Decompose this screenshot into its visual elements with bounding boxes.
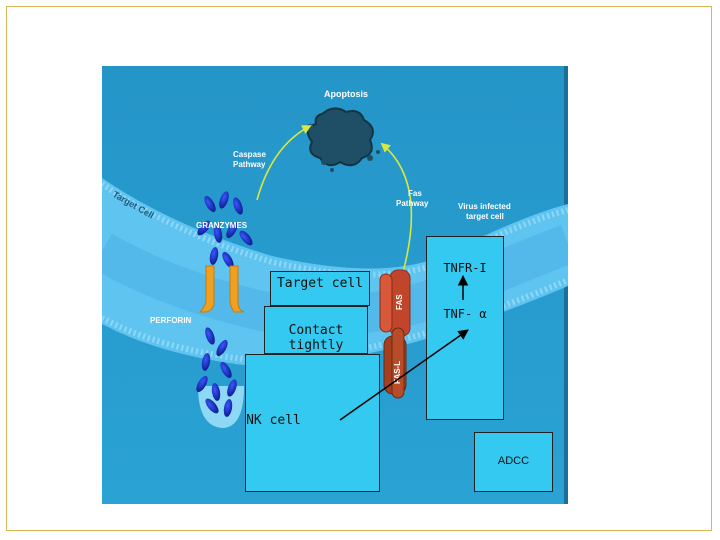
slide-frame xyxy=(6,6,712,531)
fas-pathway-label-1: Fas xyxy=(408,189,422,198)
caspase-label-2: Pathway xyxy=(233,160,266,169)
adcc-label: ADCC xyxy=(497,455,530,467)
caspase-label-1: Caspase xyxy=(233,150,266,159)
perforin-label: PERFORIN xyxy=(150,316,192,325)
tnfr-label: TNFR-I xyxy=(443,261,487,275)
tnf-label: TNF- α xyxy=(443,307,487,321)
virus-label-2: target cell xyxy=(466,212,504,221)
target-cell-box: Target cell xyxy=(270,271,370,306)
virus-label-1: Virus infected xyxy=(458,202,511,211)
contact-tightly-label: Contact tightly xyxy=(288,323,344,353)
nk-cell-bulb xyxy=(198,386,244,428)
adcc-box: ADCC xyxy=(474,432,553,492)
fas-l-label: FAS-L xyxy=(393,361,402,384)
granzymes-label: GRANZYMES xyxy=(196,221,248,230)
nk-cell-label: NK cell xyxy=(246,413,301,428)
fas-pathway-label-2: Pathway xyxy=(396,199,429,208)
contact-tightly-box: Contact tightly xyxy=(264,306,368,354)
apoptosis-label: Apoptosis xyxy=(324,89,368,99)
perforin-channel xyxy=(198,265,245,313)
fas-label: FAS xyxy=(395,294,404,310)
tnfr-box: TNFR-I TNF- α xyxy=(426,236,504,420)
membrane-outer-stripes xyxy=(102,181,568,278)
caspase-arrow xyxy=(256,125,312,201)
fas-receptor xyxy=(379,269,411,337)
target-cell-box-label: Target cell xyxy=(276,276,364,291)
nk-cell-box: NK cell xyxy=(245,354,380,492)
granzyme-granules-bottom xyxy=(196,327,237,417)
membrane-inner-stripes xyxy=(102,277,568,364)
fas-arrow xyxy=(380,142,413,293)
granzyme-granules-top xyxy=(197,191,253,269)
